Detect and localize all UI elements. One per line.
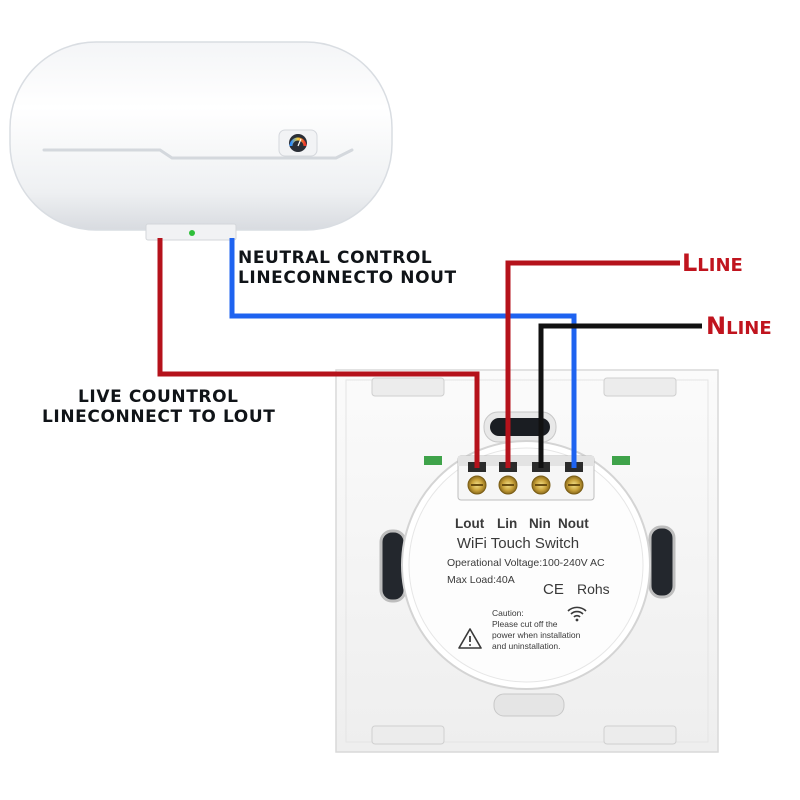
l-line-wire: [505, 260, 680, 468]
switch-label: Lout Lin Nin Nout WiFi Touch Switch Operati…: [447, 516, 610, 651]
terminal-label-lout: Lout: [455, 516, 485, 531]
wifi-icon: [567, 606, 587, 622]
terminal-block: [457, 455, 595, 501]
ce-mark-icon: CE: [543, 581, 564, 598]
l-line-label: LLINE: [682, 249, 743, 277]
product-name: WiFi Touch Switch: [457, 535, 579, 552]
live-control-label-line1: LIVE COUNTROL: [78, 387, 239, 407]
caution-title: Caution:: [492, 608, 524, 618]
plate-clip-bottom-right: [603, 725, 677, 745]
temperature-gauge-icon: [289, 134, 307, 152]
switch-module: [401, 440, 651, 690]
operational-voltage: Operational Voltage:100-240V AC: [447, 557, 605, 569]
live-control-label-line2: LINECONNECT TO LOUT: [42, 407, 275, 427]
terminal-labels: Lout Lin Nin Nout: [455, 516, 589, 531]
mounting-slot-right: [648, 525, 676, 599]
max-load: Max Load:40A: [447, 574, 515, 586]
plate-clip-top-right: [603, 377, 677, 397]
terminal-label-lin: Lin: [497, 516, 517, 531]
heater-groove: [42, 148, 354, 160]
caution-line-2: power when installation: [492, 630, 581, 640]
caution-line-1: Please cut off the: [492, 619, 558, 629]
neutral-control-wire: [229, 238, 577, 468]
l-line-label-big: L: [682, 249, 697, 277]
caution-line-3: and uninstallation.: [492, 641, 561, 651]
plate-clip-top-left: [371, 377, 445, 397]
neutral-control-label-line2: LINECONNECTO NOUT: [238, 268, 457, 288]
terminal-label-nin: Nin: [529, 516, 551, 531]
plate-clip-bottom-left: [371, 725, 445, 745]
n-line-label-big: N: [706, 312, 726, 340]
ce-mark: CE: [543, 581, 564, 598]
rohs-mark: Rohs: [577, 581, 610, 597]
l-line-label-small: LINE: [697, 255, 743, 276]
heater-indicator-light: [189, 230, 195, 236]
n-line-wire: [538, 323, 702, 468]
terminal-label-nout: Nout: [558, 516, 589, 531]
water-heater: [9, 41, 393, 241]
n-line-label-small: LINE: [726, 318, 772, 339]
mounting-slot-bottom: [493, 693, 565, 717]
neutral-control-label-line1: NEUTRAL CONTROL: [238, 248, 432, 268]
heater-body: [9, 41, 393, 231]
warning-triangle-icon: [458, 628, 482, 649]
n-line-label: NLINE: [706, 312, 772, 340]
live-control-wire: [157, 238, 480, 468]
